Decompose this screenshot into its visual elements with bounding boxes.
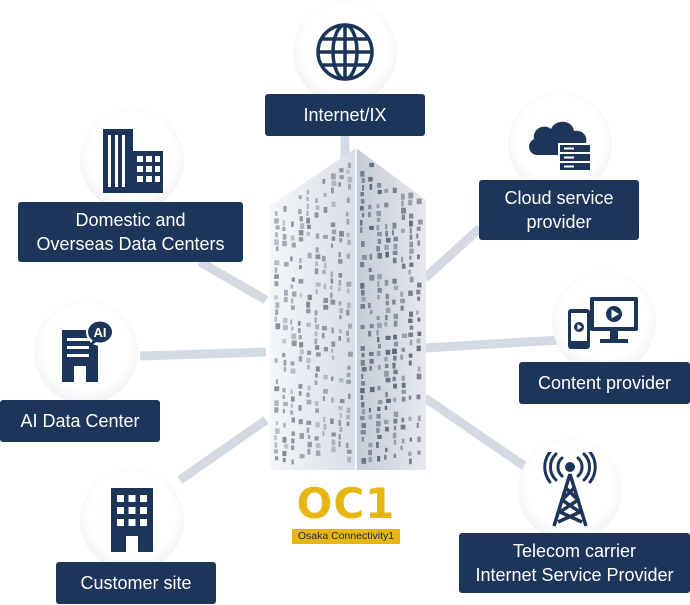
internet-ix-label: Internet/IX	[265, 94, 425, 136]
cloud-server-icon	[529, 121, 592, 171]
radio-tower-icon	[543, 452, 597, 527]
logo-main-text: OC1	[296, 479, 396, 528]
tablet-monitor-play-icon	[568, 297, 638, 349]
content-icon-circle	[552, 270, 656, 374]
globe-icon	[316, 23, 374, 81]
connector-telecom	[422, 394, 533, 474]
customer-label: Customer site	[56, 562, 216, 604]
customer-icon-circle	[80, 468, 184, 572]
ai-badge-text: AI	[94, 325, 107, 340]
telecom-label-line-2: Internet Service Provider	[475, 565, 674, 585]
ai-dc-icon-circle: AI	[34, 300, 138, 404]
ai-document-icon: AI	[62, 318, 114, 382]
cloud-label: Cloud service provider	[479, 180, 639, 240]
connector-content	[424, 335, 561, 353]
content-label-text: Content provider	[537, 373, 672, 393]
telecom-label-line-1: Telecom carrier	[512, 541, 637, 561]
oc1-logo: OC1 Osaka Connectivity1	[292, 480, 400, 550]
cloud-label-line-2: provider	[526, 212, 592, 232]
ai-dc-label: AI Data Center	[0, 400, 160, 442]
logo-subtitle: Osaka Connectivity1	[292, 529, 400, 544]
domestic-dc-label-line-1: Domestic and	[75, 210, 186, 230]
content-label: Content provider	[519, 362, 690, 404]
connector-cloud	[421, 224, 484, 282]
domestic-dc-label-line-2: Overseas Data Centers	[36, 234, 225, 254]
internet-ix-label-text: Internet/IX	[303, 105, 387, 125]
oc1-building-illustration	[270, 148, 426, 470]
cloud-icon-circle	[508, 92, 612, 196]
ai-dc-label-text: AI Data Center	[20, 411, 140, 431]
connector-domestic-dc	[197, 258, 269, 304]
internet-ix-icon-circle	[293, 0, 397, 104]
telecom-icon-circle	[518, 438, 622, 542]
connector-customer	[177, 416, 269, 484]
buildings-icon	[103, 129, 163, 193]
customer-label-text: Customer site	[80, 573, 192, 593]
telecom-label: Telecom carrier Internet Service Provide…	[459, 533, 690, 593]
domestic-dc-icon-circle	[80, 108, 184, 212]
connector-ai-dc	[139, 347, 267, 361]
domestic-dc-label: Domestic and Overseas Data Centers	[18, 202, 243, 262]
cloud-label-line-1: Cloud service	[504, 188, 614, 208]
office-building-icon	[111, 488, 153, 552]
